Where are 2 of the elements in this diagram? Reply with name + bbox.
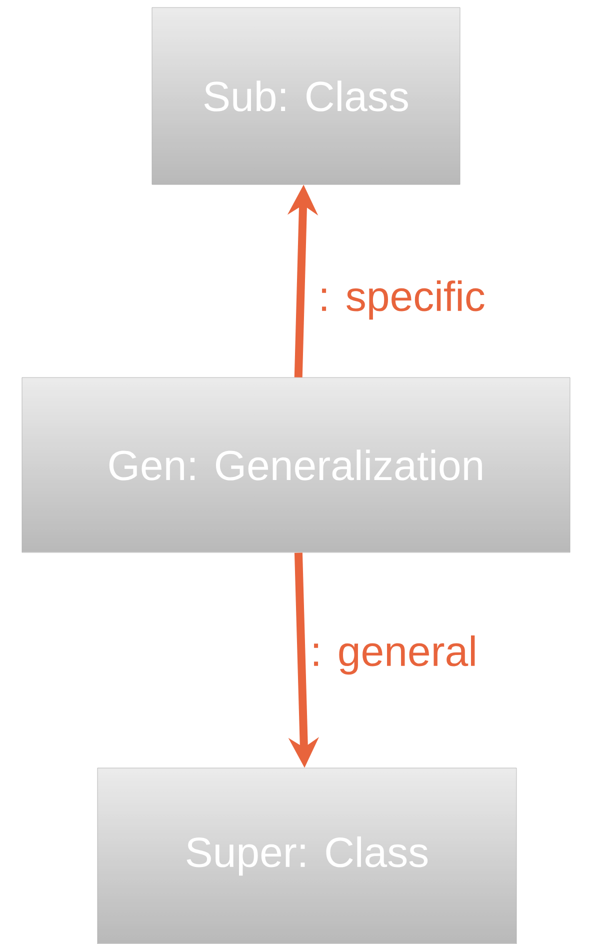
edge-label: : general [314,635,475,675]
edge-label: : specific [322,280,484,320]
